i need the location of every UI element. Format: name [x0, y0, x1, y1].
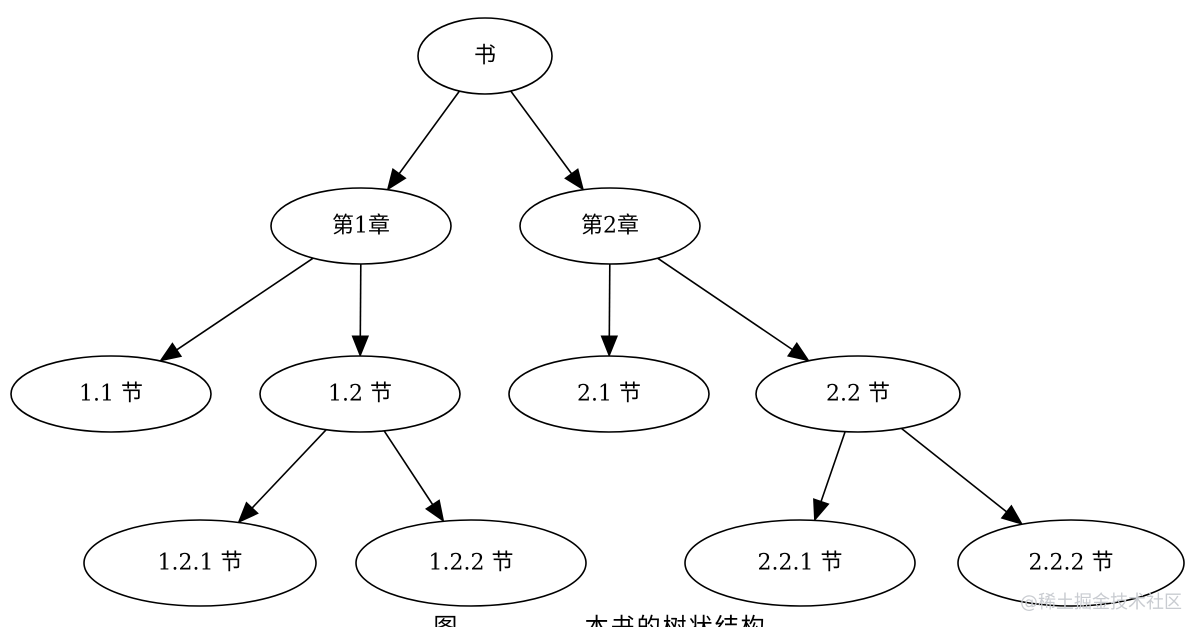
edge-line — [176, 257, 314, 351]
node-ellipse — [83, 519, 317, 607]
node-s21: 2.1 节 — [508, 355, 710, 433]
edge-line — [900, 427, 1007, 513]
edge-line — [820, 431, 846, 502]
edge-ch2-to-s22 — [657, 257, 810, 362]
arrowhead — [386, 167, 407, 191]
node-label: 第2章 — [581, 214, 639, 239]
node-ellipse — [684, 519, 916, 607]
edge-line — [657, 257, 793, 351]
arrowhead — [1000, 504, 1024, 526]
edge-s22-to-s221 — [813, 431, 846, 522]
node-s11: 1.1 节 — [10, 355, 212, 433]
node-label: 2.2.1 节 — [758, 551, 843, 576]
edge-ch1-to-s12 — [351, 263, 370, 358]
edge-book-to-ch1 — [386, 90, 461, 191]
node-s121: 1.2.1 节 — [83, 519, 317, 607]
node-label: 第1章 — [332, 214, 390, 239]
edge-line — [510, 90, 573, 175]
node-s222: 2.2.2 节 — [957, 519, 1185, 607]
arrowhead — [786, 342, 810, 362]
node-ellipse — [957, 519, 1185, 607]
edge-line — [251, 429, 327, 509]
node-ellipse — [259, 355, 461, 433]
arrowhead — [564, 168, 585, 191]
node-label: 2.2 节 — [826, 382, 890, 407]
edge-s12-to-s121 — [237, 429, 327, 524]
node-s12: 1.2 节 — [259, 355, 461, 433]
figure-caption: 图 本书的树状结构 — [433, 613, 767, 627]
arrowhead — [600, 335, 619, 358]
arrowhead — [351, 335, 370, 358]
node-label: 书 — [474, 44, 496, 69]
node-label: 1.2.2 节 — [429, 551, 514, 576]
edge-book-to-ch2 — [510, 90, 585, 191]
node-s22: 2.2 节 — [755, 355, 961, 433]
edge-s22-to-s222 — [900, 427, 1024, 526]
edge-line — [359, 263, 362, 337]
edge-ch2-to-s21 — [600, 263, 619, 358]
node-label: 2.2.2 节 — [1029, 551, 1114, 576]
node-s122: 1.2.2 节 — [355, 519, 587, 607]
arrowhead — [159, 342, 183, 362]
node-ellipse — [10, 355, 212, 433]
edges-layer — [159, 90, 1024, 526]
node-label: 1.2.1 节 — [158, 551, 243, 576]
node-ch2: 第2章 — [519, 187, 701, 265]
node-ch1: 第1章 — [270, 187, 452, 265]
edge-s12-to-s122 — [383, 430, 445, 523]
edge-ch1-to-s11 — [159, 257, 314, 362]
node-ellipse — [270, 187, 452, 265]
node-ellipse — [417, 17, 553, 95]
node-book: 书 — [417, 17, 553, 95]
arrowhead — [425, 499, 445, 523]
node-ellipse — [519, 187, 701, 265]
arrowhead — [813, 498, 830, 522]
arrowhead — [237, 501, 259, 524]
node-ellipse — [355, 519, 587, 607]
watermark: @稀土掘金技术社区 — [1020, 592, 1182, 613]
node-ellipse — [508, 355, 710, 433]
node-s221: 2.2.1 节 — [684, 519, 916, 607]
edge-line — [608, 263, 611, 337]
edge-line — [383, 430, 434, 505]
node-label: 1.1 节 — [79, 382, 143, 407]
edge-line — [398, 90, 461, 174]
node-ellipse — [755, 355, 961, 433]
node-label: 1.2 节 — [328, 382, 392, 407]
node-label: 2.1 节 — [577, 382, 641, 407]
